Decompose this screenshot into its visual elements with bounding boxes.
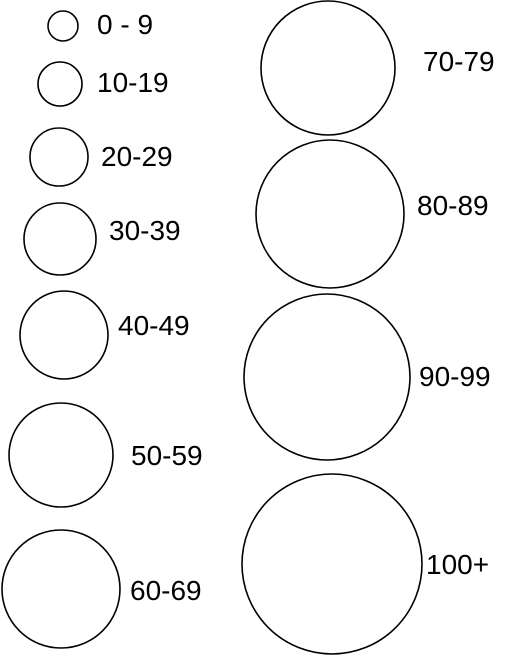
size-label: 50-59: [131, 440, 203, 471]
size-label: 20-29: [101, 141, 173, 172]
legend-item-50-59: 50-59: [8, 402, 203, 508]
size-label: 40-49: [118, 310, 190, 341]
size-label: 100+: [426, 549, 489, 580]
size-circle: [37, 61, 83, 107]
size-circle: [241, 473, 423, 655]
size-circle: [19, 290, 109, 380]
size-circle: [260, 0, 396, 136]
legend-item-10-19: 10-19: [37, 61, 169, 107]
size-label: 10-19: [97, 67, 169, 98]
legend-item-70-79: 70-79: [260, 0, 495, 136]
legend-item-90-99: 90-99: [243, 293, 491, 461]
size-circle: [255, 139, 405, 289]
size-label: 0 - 9: [97, 9, 153, 40]
size-circle: [47, 10, 79, 42]
size-circle: [1, 529, 121, 649]
size-label: 70-79: [423, 46, 495, 77]
legend-item-30-39: 30-39: [23, 202, 181, 276]
size-label: 90-99: [419, 361, 491, 392]
legend-item-80-89: 80-89: [255, 139, 489, 289]
size-label: 30-39: [109, 215, 181, 246]
size-label: 80-89: [417, 190, 489, 221]
legend-item-20-29: 20-29: [29, 127, 173, 187]
legend-item-0-9: 0 - 9: [47, 9, 153, 42]
legend-item-60-69: 60-69: [1, 529, 202, 649]
size-label: 60-69: [130, 575, 202, 606]
legend-item-40-49: 40-49: [19, 290, 190, 380]
size-circle: [243, 293, 411, 461]
size-circle: [29, 127, 89, 187]
size-circle: [8, 402, 114, 508]
legend-item-100-plus: 100+: [241, 473, 489, 655]
size-circle: [23, 202, 97, 276]
